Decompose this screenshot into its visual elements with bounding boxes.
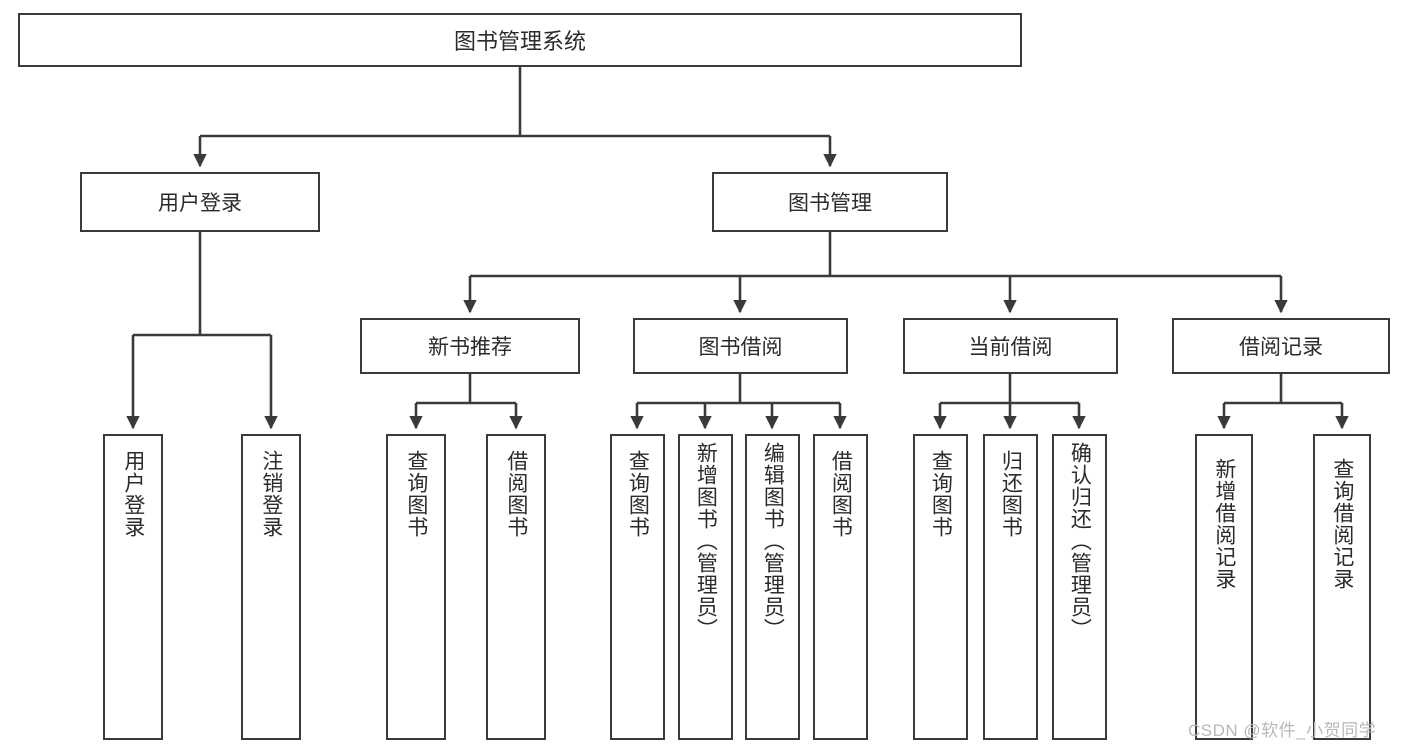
node-leaf-confirm-return-label: 确认归还（管理员） [1068, 442, 1092, 640]
node-leaf-add-book[interactable]: 新增图书（管理员） [678, 434, 733, 740]
node-leaf-add-record-label: 新增借阅记录 [1212, 458, 1236, 590]
node-user-login[interactable]: 用户登录 [80, 172, 320, 232]
node-leaf-query-book-2[interactable]: 查询图书 [610, 434, 665, 740]
node-new-book-rec[interactable]: 新书推荐 [360, 318, 580, 374]
node-leaf-borrow-book-2-label: 借阅图书 [829, 450, 853, 538]
node-leaf-query-record[interactable]: 查询借阅记录 [1313, 434, 1371, 740]
node-leaf-user-login-label: 用户登录 [121, 450, 145, 538]
node-root[interactable]: 图书管理系统 [18, 13, 1022, 67]
node-new-book-rec-label: 新书推荐 [428, 336, 512, 359]
node-leaf-query-record-label: 查询借阅记录 [1330, 458, 1354, 590]
node-leaf-logout-label: 注销登录 [259, 450, 283, 538]
node-current-borrow-label: 当前借阅 [968, 336, 1053, 359]
node-leaf-add-record[interactable]: 新增借阅记录 [1195, 434, 1253, 740]
node-leaf-query-book-3-label: 查询图书 [929, 450, 953, 538]
node-book-borrow[interactable]: 图书借阅 [633, 318, 848, 374]
node-borrow-record[interactable]: 借阅记录 [1172, 318, 1390, 374]
node-leaf-logout[interactable]: 注销登录 [241, 434, 301, 740]
node-leaf-borrow-book-1[interactable]: 借阅图书 [486, 434, 546, 740]
node-borrow-record-label: 借阅记录 [1239, 336, 1323, 359]
node-leaf-return-book[interactable]: 归还图书 [983, 434, 1038, 740]
node-book-manage[interactable]: 图书管理 [712, 172, 948, 232]
node-leaf-query-book-2-label: 查询图书 [626, 450, 650, 538]
node-leaf-query-book-3[interactable]: 查询图书 [913, 434, 968, 740]
node-book-borrow-label: 图书借阅 [698, 336, 783, 359]
node-leaf-query-book-1-label: 查询图书 [404, 450, 428, 538]
node-leaf-borrow-book-2[interactable]: 借阅图书 [813, 434, 868, 740]
node-book-manage-label: 图书管理 [788, 192, 872, 215]
node-leaf-add-book-label: 新增图书（管理员） [694, 442, 718, 640]
node-root-label: 图书管理系统 [453, 29, 586, 54]
node-current-borrow[interactable]: 当前借阅 [903, 318, 1118, 374]
node-leaf-query-book-1[interactable]: 查询图书 [386, 434, 446, 740]
node-leaf-confirm-return[interactable]: 确认归还（管理员） [1052, 434, 1107, 740]
node-leaf-borrow-book-1-label: 借阅图书 [504, 450, 528, 538]
node-leaf-edit-book-label: 编辑图书（管理员） [761, 442, 785, 640]
node-leaf-edit-book[interactable]: 编辑图书（管理员） [745, 434, 800, 740]
node-leaf-return-book-label: 归还图书 [999, 450, 1023, 538]
node-user-login-label: 用户登录 [158, 192, 242, 215]
node-leaf-user-login[interactable]: 用户登录 [103, 434, 163, 740]
